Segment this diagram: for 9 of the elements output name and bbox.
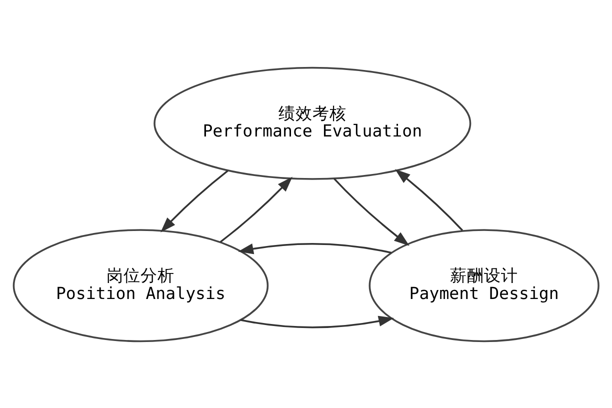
arrow xyxy=(238,242,392,254)
arrow xyxy=(220,176,292,242)
arrow xyxy=(334,178,410,246)
arrow xyxy=(394,168,464,230)
node-ellipse: 绩效考核 Performance Evaluation xyxy=(154,66,472,180)
arrow xyxy=(160,170,228,232)
node-ellipse: 薪酬设计 Payment Dessign xyxy=(368,228,600,342)
arrow xyxy=(240,315,394,328)
node-ellipse: 岗位分析 Position Analysis xyxy=(12,228,269,342)
